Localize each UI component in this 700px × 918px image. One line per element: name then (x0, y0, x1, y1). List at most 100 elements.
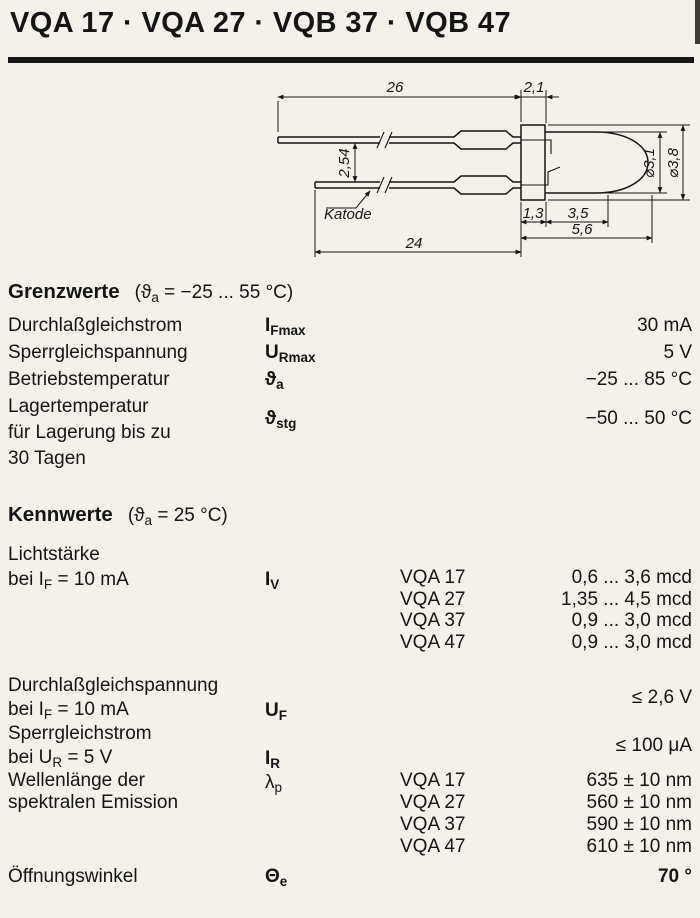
value-row: VQA 27 1,35 ... 4,5 mcd (400, 589, 692, 611)
label-sub: F (43, 577, 53, 592)
row-oeffnungswinkel: Öffnungswinkel Θe 70 ° (8, 864, 692, 891)
symbol-main: I (265, 569, 271, 590)
heading-condition: (ϑa = −25 ... 55 °C) (134, 282, 294, 305)
type-name: VQA 37 (400, 610, 466, 631)
symbol-main: ϑ (265, 369, 277, 390)
top-lead-break-mark (376, 131, 393, 149)
bottom-lead-crimp (389, 175, 521, 195)
symbol-main: U (265, 700, 279, 721)
label-sub: R (52, 755, 63, 770)
param-label: Durchlaßgleichstrom (8, 315, 183, 336)
row-lichtstaerke: Lichtstärke bei IF = 10 mA IV VQA 17 0,6 … (8, 542, 692, 653)
dim-dia-dome-label: ⌀3,1 (641, 148, 658, 178)
value-row: VQA 37 590 ± 10 nm (400, 814, 692, 836)
param-label: Sperrgleichstrom bei UR = 5 V (8, 722, 265, 773)
led-dome (545, 131, 649, 194)
param-label: Öffnungswinkel (8, 866, 138, 887)
param-value: −50 ... 50 °C (585, 408, 692, 429)
param-label: Sperrgleichspannung (8, 342, 188, 363)
kennwerte-heading: Kennwerte (ϑa = 25 °C) (8, 503, 228, 528)
param-symbol: IV (265, 542, 400, 653)
symbol-sub: Rmax (278, 350, 316, 365)
param-symbol: ϑa (265, 367, 400, 394)
row-durchlassgleichspannung: Durchlaßgleichspannung bei IF = 10 mA UF… (8, 674, 692, 725)
row-lagertemperatur: Lagertemperatur für Lagerung bis zu 30 T… (8, 394, 692, 472)
label-post: = 5 V (62, 747, 113, 768)
param-label-line: bei UR = 5 V (8, 746, 265, 771)
param-symbol: Θe (265, 864, 400, 891)
led-outline (277, 124, 649, 201)
value-list: VQA 17 0,6 ... 3,6 mcd VQA 27 1,35 ... 4,5… (400, 542, 692, 653)
symbol-sub: Fmax (270, 323, 306, 338)
type-name: VQA 27 (400, 588, 466, 610)
param-symbol: URmax (265, 340, 400, 367)
value-row: VQA 47 0,9 ... 3,0 mcd (400, 632, 692, 654)
param-value: 30 mA (637, 315, 692, 336)
row-sperrgleichstrom: Sperrgleichstrom bei UR = 5 V IR ≤ 100 μ… (8, 722, 692, 773)
param-symbol: IR (265, 722, 400, 773)
value-row: VQA 17 0,6 ... 3,6 mcd (400, 567, 692, 589)
cathode-label: Katode (324, 206, 372, 223)
type-name: VQA 17 (400, 770, 466, 791)
row-durchlassgleichstrom: Durchlaßgleichstrom IFmax 30 mA (8, 313, 692, 340)
top-lead (277, 136, 380, 144)
condition-post: = 25 °C) (152, 505, 228, 526)
symbol-sub: a (276, 377, 284, 392)
title-rule (8, 57, 694, 63)
type-value: 0,9 ... 3,0 mcd (571, 631, 692, 653)
heading-text: Grenzwerte (8, 280, 120, 303)
param-label: Lichtstärke bei IF = 10 mA (8, 542, 265, 653)
param-value: 70 ° (657, 866, 692, 887)
param-value: 5 V (663, 342, 692, 363)
type-value: 590 ± 10 nm (586, 814, 693, 835)
condition-post: = −25 ... 55 °C) (158, 282, 294, 303)
label-sub: F (43, 707, 53, 722)
label-pre: bei U (8, 747, 53, 768)
param-label-line: bei IF = 10 mA (8, 567, 265, 593)
heading-condition: (ϑa = 25 °C) (127, 505, 228, 528)
internal-cathode-cup (521, 166, 561, 186)
row-sperrgleichspannung: Sperrgleichspannung URmax 5 V (8, 340, 692, 367)
type-name: VQA 27 (400, 792, 466, 813)
type-value: 635 ± 10 nm (586, 770, 693, 791)
param-label-line: bei IF = 10 mA (8, 698, 265, 723)
dim-base-label: 1,3 (523, 205, 545, 222)
symbol-sub: R (270, 756, 281, 771)
type-name: VQA 37 (400, 814, 466, 835)
led-dimension-drawing: 26 2,1 2,54 Katode ⌀3,1 ⌀3,8 1,3 3,5 5,6… (277, 79, 690, 257)
type-name: VQA 17 (400, 567, 466, 588)
bottom-lead (314, 181, 380, 189)
symbol-sub: e (279, 874, 288, 889)
param-label: Wellenlänge der spektralen Emission (8, 770, 265, 858)
label-post: = 10 mA (52, 569, 129, 590)
param-label-line: spektralen Emission (8, 792, 179, 813)
symbol-sub: p (274, 780, 283, 795)
type-value: 0,6 ... 3,6 mcd (571, 567, 692, 588)
param-value: −25 ... 85 °C (585, 369, 692, 390)
type-name: VQA 47 (400, 631, 466, 653)
page-title: VQA 17 · VQA 27 · VQB 37 · VQB 47 (10, 7, 511, 39)
label-post: = 10 mA (52, 699, 129, 720)
type-value: 1,35 ... 4,5 mcd (561, 588, 692, 610)
param-value: ≤ 100 μA (615, 735, 692, 756)
symbol-sub: V (270, 577, 280, 592)
internal-anode-post (521, 139, 552, 154)
condition-pre: (ϑ (134, 282, 152, 303)
param-label: Betriebstemperatur (8, 369, 170, 390)
type-name: VQA 47 (400, 836, 466, 857)
dim-flange-width-label: 2,1 (523, 79, 545, 96)
dim-lead-spacing-label: 2,54 (336, 148, 353, 178)
scan-artifact-mark (695, 0, 700, 44)
heading-text: Kennwerte (8, 503, 113, 526)
param-label-line: 30 Tagen (8, 448, 86, 469)
dim-dia-flange-label: ⌀3,8 (665, 147, 682, 178)
param-label: Lagertemperatur für Lagerung bis zu 30 T… (8, 394, 265, 472)
label-pre: bei I (8, 699, 44, 720)
dimension-labels: 26 2,1 2,54 Katode ⌀3,1 ⌀3,8 1,3 3,5 5,6… (324, 79, 682, 252)
symbol-main: ϑ (265, 408, 277, 429)
condition-pre: (ϑ (127, 505, 145, 526)
dim-dome-length-label: 3,5 (568, 205, 590, 222)
